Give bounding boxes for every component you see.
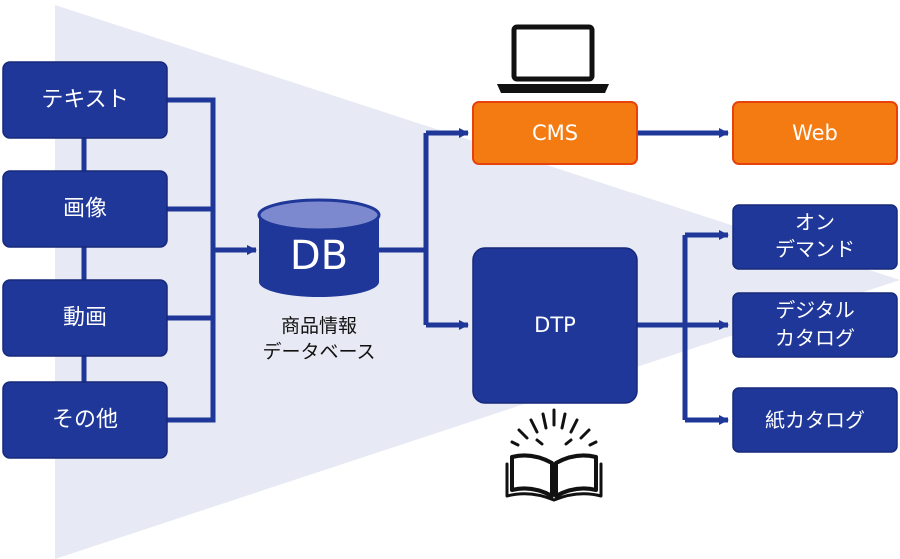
- cms-box[interactable]: CMS: [472, 101, 638, 165]
- output-label-line1: オン: [795, 210, 835, 234]
- db-connectors: [378, 133, 429, 325]
- web-box[interactable]: Web: [732, 101, 898, 165]
- source-connectors: [167, 97, 216, 423]
- output-box-digital-catalog[interactable]: デジタル カタログ: [732, 292, 898, 358]
- cms-label: CMS: [532, 121, 578, 145]
- source-label: 動画: [63, 306, 107, 331]
- output-label-line1: デジタル: [775, 298, 855, 322]
- output-label-line2: カタログ: [775, 326, 855, 350]
- laptop-icon: [497, 24, 609, 93]
- output-box-ondemand[interactable]: オン デマンド: [732, 204, 898, 270]
- web-label: Web: [792, 121, 838, 145]
- database-symbol: DB: [290, 233, 348, 279]
- output-label-line1: 紙カタログ: [765, 408, 865, 432]
- source-box-text[interactable]: テキスト: [2, 61, 168, 139]
- source-box-image[interactable]: 画像: [2, 170, 168, 248]
- database-caption-line1: 商品情報: [281, 315, 357, 337]
- dtp-label: DTP: [534, 313, 576, 337]
- source-label: 画像: [63, 197, 107, 222]
- database-cylinder[interactable]: DB: [257, 198, 381, 297]
- database-top: [257, 198, 381, 232]
- output-box-paper-catalog[interactable]: 紙カタログ: [732, 387, 898, 453]
- source-label: その他: [52, 408, 118, 433]
- output-label-line2: デマンド: [775, 237, 855, 261]
- source-box-other[interactable]: その他: [2, 381, 168, 459]
- open-book-icon: [505, 408, 603, 502]
- source-label: テキスト: [41, 88, 128, 113]
- dtp-box[interactable]: DTP: [472, 247, 638, 404]
- source-box-video[interactable]: 動画: [2, 279, 168, 357]
- database-caption-line2: データベース: [262, 341, 375, 363]
